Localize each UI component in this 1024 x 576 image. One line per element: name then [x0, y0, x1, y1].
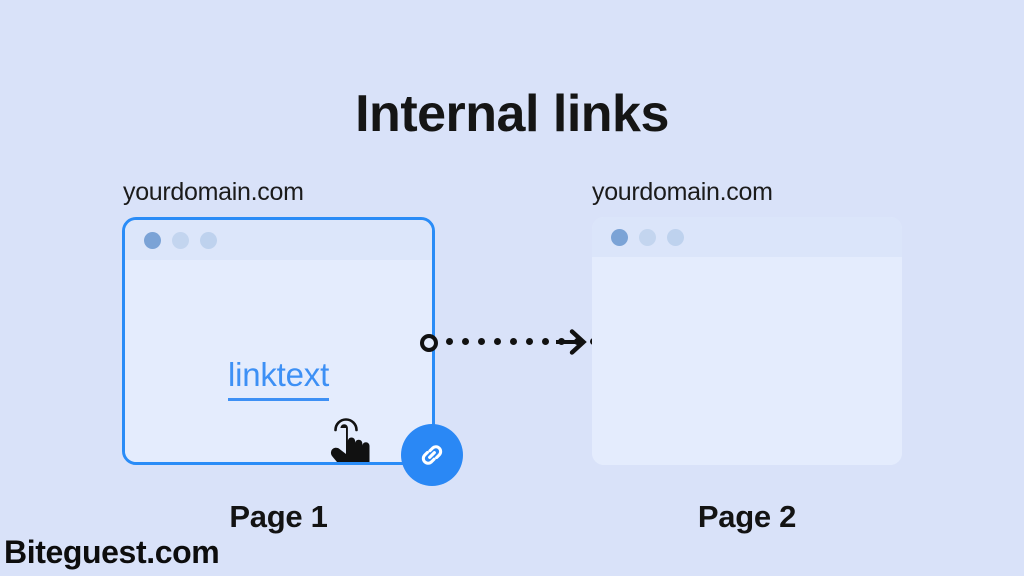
- source-domain-label: yourdomain.com: [123, 178, 304, 206]
- window-dot-close-icon: [144, 231, 161, 249]
- target-domain-label: yourdomain.com: [592, 178, 773, 206]
- connector-dot: [526, 338, 533, 345]
- source-window-body: linktext: [125, 260, 432, 462]
- pointing-hand-icon: [321, 414, 377, 462]
- window-dot-close-icon: [611, 228, 628, 246]
- connector-dot: [462, 338, 469, 345]
- arrow-right-icon: [554, 325, 588, 359]
- connector-dot: [446, 338, 453, 345]
- internal-link-label: linktext: [227, 356, 329, 401]
- window-dot-maximize-icon: [667, 228, 684, 246]
- source-page-caption: Page 1: [229, 499, 328, 534]
- target-browser-window: [592, 217, 902, 465]
- connector-dot: [494, 338, 501, 345]
- page-title: Internal links: [355, 85, 669, 143]
- window-dot-minimize-icon: [172, 231, 189, 249]
- connector-dot: [478, 338, 485, 345]
- target-window-body: [592, 257, 902, 465]
- connector-dot: [542, 338, 549, 345]
- link-connector: [420, 322, 600, 362]
- link-badge[interactable]: [401, 424, 463, 486]
- source-browser-window: linktext: [122, 217, 435, 465]
- window-dot-maximize-icon: [200, 231, 217, 249]
- target-window-titlebar: [592, 217, 902, 257]
- chain-link-icon: [421, 445, 443, 465]
- watermark: Biteguest.com: [4, 534, 220, 570]
- target-page-caption: Page 2: [697, 499, 797, 534]
- source-window-titlebar: [125, 220, 432, 260]
- window-dot-minimize-icon: [639, 228, 656, 246]
- internal-link[interactable]: linktext: [125, 356, 432, 401]
- ring-origin-icon: [420, 334, 438, 352]
- connector-dot: [510, 338, 517, 345]
